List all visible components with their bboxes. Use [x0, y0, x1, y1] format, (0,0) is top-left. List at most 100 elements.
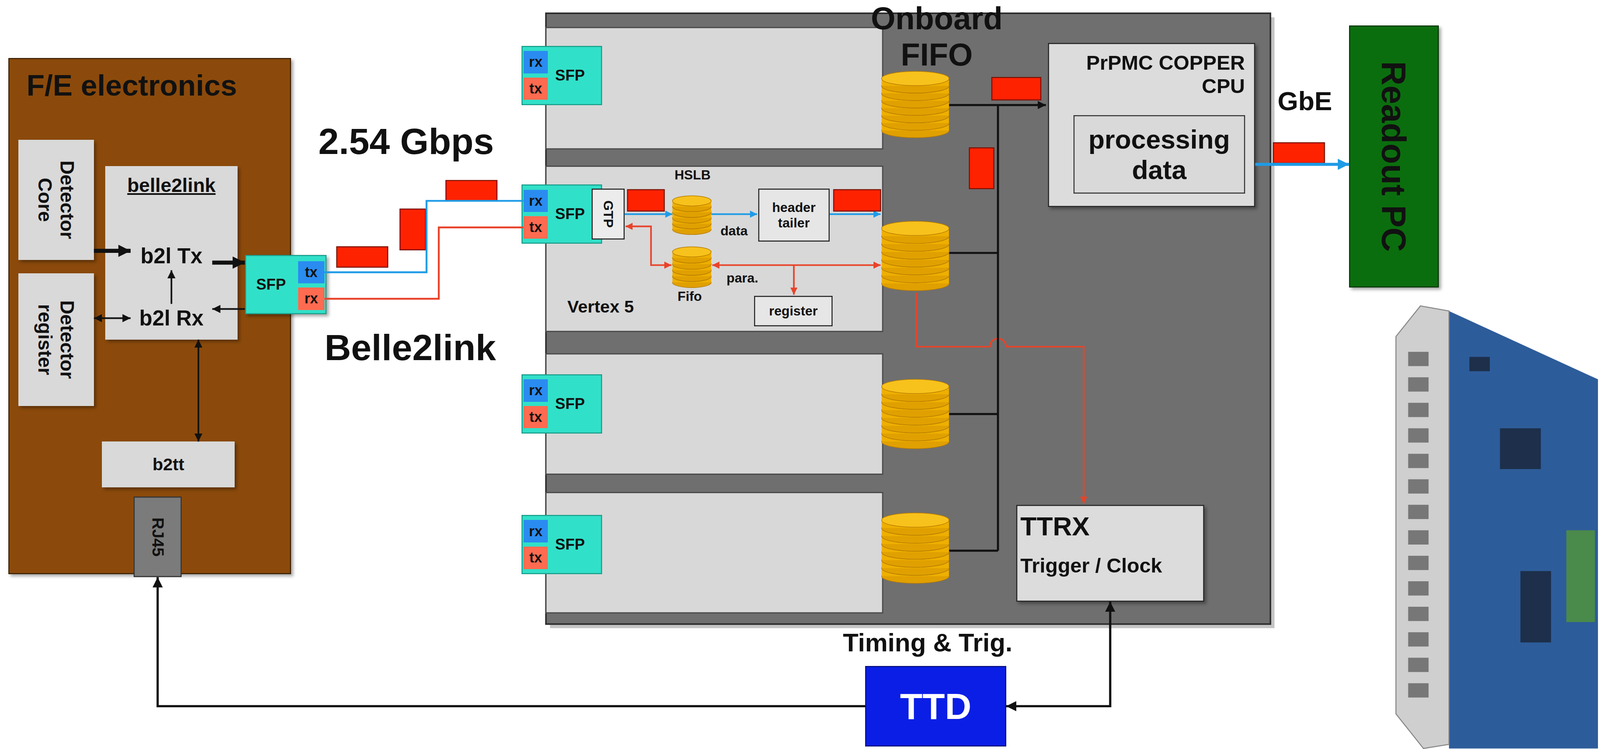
coin-bottom	[881, 395, 950, 410]
bus-wire	[949, 549, 998, 552]
coin-side	[881, 394, 950, 403]
coin-top	[881, 418, 950, 433]
b2tt-box: b2tt	[101, 441, 235, 488]
coin-side	[881, 228, 950, 237]
text-holder: tx	[529, 549, 542, 567]
label-holder: Belle2link	[324, 326, 497, 369]
coin-top	[881, 561, 950, 576]
coin-side	[881, 78, 950, 87]
coin-side	[881, 275, 950, 284]
port	[1408, 351, 1429, 367]
timing-label: Timing & Trig.	[843, 628, 1013, 658]
signal-label: para.	[726, 270, 759, 287]
coin-bottom	[672, 224, 712, 235]
coin-bottom	[881, 123, 950, 138]
coin-bottom	[881, 101, 950, 116]
fifo-heading: Onboard FIFO	[855, 0, 1019, 73]
port	[1408, 632, 1429, 647]
connector	[1255, 162, 1350, 166]
param-wire	[712, 264, 881, 266]
coin-bottom	[881, 537, 950, 552]
rx-port: rx	[523, 50, 549, 74]
coin-side	[672, 223, 712, 230]
coin-top	[672, 212, 712, 223]
coin-side	[881, 123, 950, 131]
link-speed-label: 2.54 Gbps	[318, 120, 494, 163]
node-text: Readout PC	[1374, 29, 1414, 284]
text-holder: register	[769, 303, 818, 319]
data-packet	[627, 189, 665, 212]
sfp-module: rx tx SFP	[521, 45, 603, 106]
text-holder: SFP	[554, 536, 585, 554]
hslb-card: rxtxSFPGTPheader tailerregisterHSLBVerte…	[545, 166, 883, 332]
coin-side	[881, 544, 950, 553]
coin-bottom	[881, 93, 950, 108]
panel-shadow	[549, 17, 1275, 629]
processing-box: processing data	[1073, 115, 1246, 194]
coin-side	[881, 244, 950, 253]
coin-side	[881, 93, 950, 102]
coin-bottom	[672, 271, 712, 282]
copper-board	[545, 13, 1271, 625]
chip	[1520, 571, 1551, 644]
fifo-stack	[881, 71, 950, 138]
port	[1408, 377, 1429, 392]
port	[1408, 683, 1429, 698]
node-text: register	[769, 303, 818, 319]
coin-side	[881, 101, 950, 109]
node-text: TTD	[900, 685, 972, 728]
coin-top	[881, 253, 950, 268]
coin-side	[672, 200, 712, 207]
data-packet	[400, 209, 426, 251]
coin-top	[881, 116, 950, 131]
node-text: SFP	[554, 66, 585, 85]
sfp-module: rx tx SFP	[521, 184, 603, 244]
text-holder: tx	[529, 219, 542, 236]
port	[1408, 530, 1429, 545]
sfp-module: tx rx SFP	[245, 255, 327, 315]
bus-wire	[949, 103, 1046, 107]
connector	[93, 317, 131, 320]
connector	[1566, 530, 1595, 623]
data-packet	[833, 189, 881, 212]
connector	[197, 339, 200, 442]
connector	[324, 200, 524, 273]
tx-port: tx	[523, 77, 549, 101]
coin-top	[881, 260, 950, 276]
coin-bottom	[881, 553, 950, 568]
text-holder: processing data	[1073, 124, 1246, 185]
coin-top	[881, 521, 950, 536]
coin-bottom	[881, 260, 950, 276]
text-holder: rx	[529, 192, 543, 210]
rx-port: rx	[298, 287, 325, 311]
node-text: processing data	[1073, 124, 1246, 185]
coin-side	[881, 528, 950, 537]
coin-bottom	[881, 521, 950, 536]
coin-bottom	[881, 116, 950, 131]
bus-wire	[949, 413, 998, 416]
detector-register-box: Detector register	[18, 273, 94, 407]
text-holder: belle2link	[127, 174, 216, 197]
frontend-board: Detector Coreb2l Txb2l Rxbelle2linkDetec…	[8, 58, 292, 575]
coin-top	[881, 108, 950, 123]
text-holder: SFP	[255, 275, 286, 294]
port	[1408, 402, 1429, 418]
coin-side	[672, 252, 712, 259]
node-text: tx	[304, 264, 318, 281]
node-text: belle2link	[127, 174, 216, 197]
coin-top	[672, 218, 712, 229]
node-text: SFP	[554, 205, 585, 223]
detector-core-box: Detector Core	[18, 139, 94, 261]
coin-top	[881, 553, 950, 568]
transmitter-label: b2l Tx	[130, 241, 213, 271]
node-text: PrPMC COPPER CPU	[1048, 50, 1246, 98]
node-text: RJ45	[148, 501, 168, 574]
coin-top	[672, 265, 712, 276]
coin-bottom	[881, 86, 950, 101]
coin-bottom	[672, 253, 712, 264]
signal-label: data	[720, 223, 748, 239]
coin-top	[881, 395, 950, 410]
text-holder: b2l Tx	[140, 243, 203, 269]
data-wire	[829, 213, 881, 216]
text-holder: Vertex 5	[567, 296, 634, 317]
